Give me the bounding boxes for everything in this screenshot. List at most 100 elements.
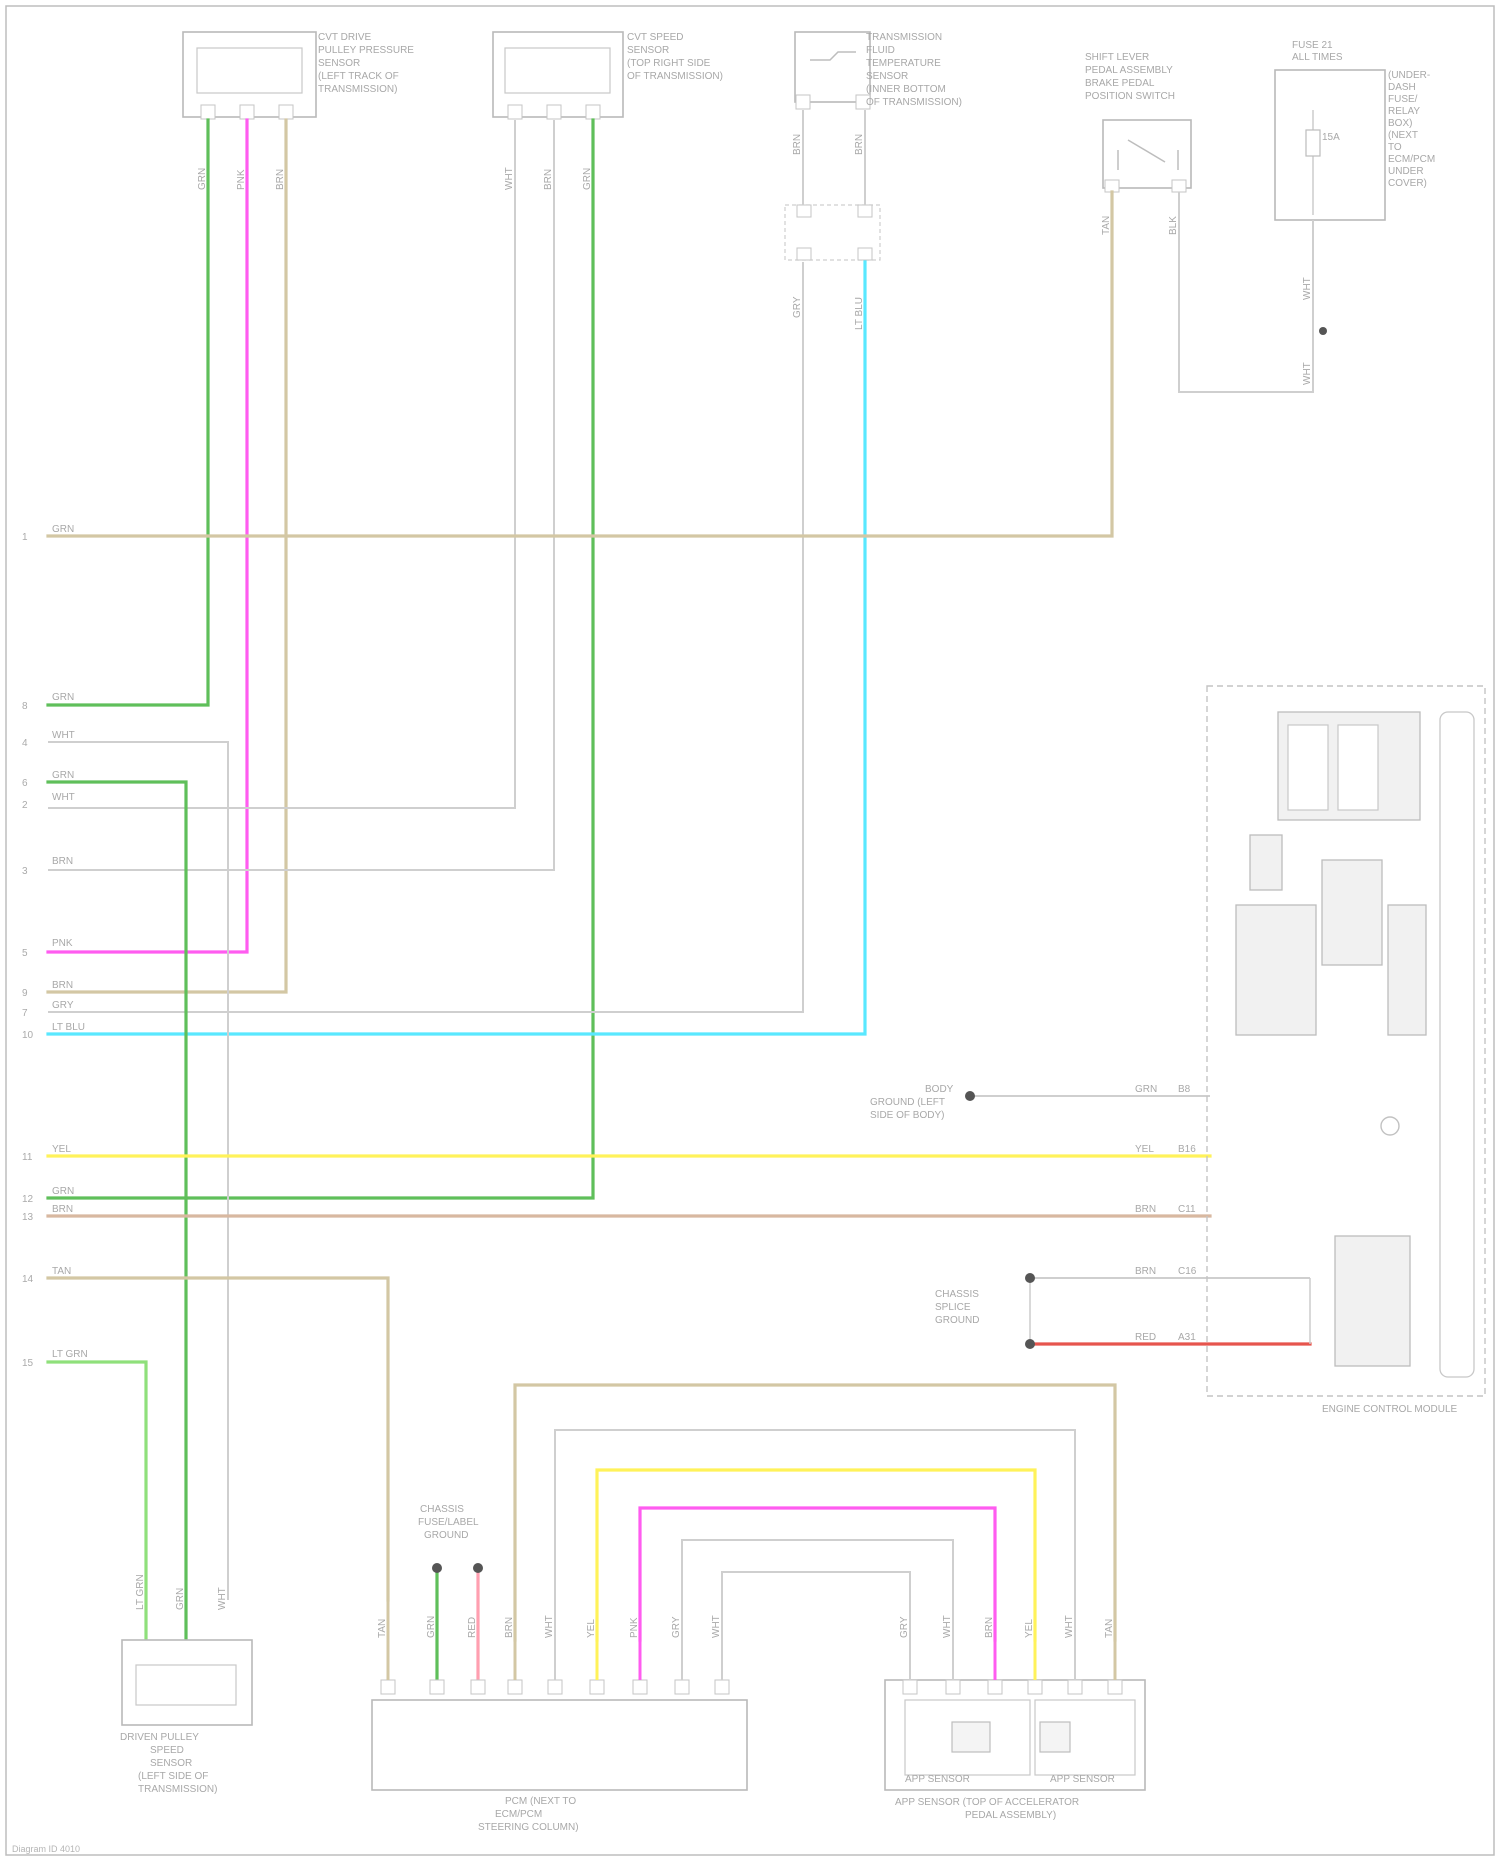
ground-right-2-label: CHASSIS [935,1289,979,1300]
bottom-sensor-left-label: TRANSMISSION) [138,1784,217,1795]
footer-id: Diagram ID 4010 [12,1844,80,1854]
left-pin-wire: TAN [52,1266,71,1277]
left-pin-wire: WHT [52,730,75,741]
vlabel-s2-0: WHT [504,167,515,190]
left-pin-wire: GRN [52,770,74,781]
top-fuse-label-1: ALL TIMES [1292,52,1343,63]
top-fuse-side-1: DASH [1388,82,1416,93]
vlabel-bl-0: LT GRN [135,1574,146,1610]
right-label-wire: GRN [1135,1084,1157,1095]
ground-right-2-label: GROUND [935,1315,979,1326]
vlabel-bm-3: BRN [504,1617,515,1638]
top-sensor-3-label-2: TEMPERATURE [866,58,941,69]
bottom-switch-right-sub: APP SENSOR [1050,1774,1115,1785]
top-sensor-4-label-0: SHIFT LEVER [1085,52,1149,63]
right-label-wire: BRN [1135,1204,1156,1215]
top-sensor-3-label-1: FLUID [866,45,895,56]
left-pin-no: 8 [22,701,28,712]
vlabel-fuse-0: WHT [1302,277,1313,300]
bottom-switch-right-label: PEDAL ASSEMBLY) [965,1810,1056,1821]
left-pin-no: 15 [22,1358,34,1369]
right-label-wire: YEL [1135,1144,1154,1155]
vlabel-s3-0: BRN [792,134,803,155]
bottom-connector-middle-label: ECM/PCM [495,1809,542,1820]
vlabel-br-5: TAN [1104,1619,1115,1638]
top-sensor-1-label-1: PULLEY PRESSURE [318,45,414,56]
top-fuse-side-7: ECM/PCM [1388,154,1435,165]
top-sensor-2: CVT SPEED SENSOR (TOP RIGHT SIDE OF TRAN… [493,32,723,119]
left-pin-no: 7 [22,1008,28,1019]
left-pin-wire: LT GRN [52,1349,88,1360]
right-label-pin: C16 [1178,1266,1197,1277]
top-sensor-3-label-5: OF TRANSMISSION) [866,97,962,108]
left-pin-no: 10 [22,1030,34,1041]
vlabel-br-0: GRY [899,1616,910,1638]
top-sensor-4-label-1: PEDAL ASSEMBLY [1085,65,1173,76]
vlabel-s1-0: GRN [197,168,208,190]
vertical-labels: GRN PNK BRN WHT BRN GRN BRN BRN GRY LT B… [135,134,1313,1638]
left-pin-no: 4 [22,738,28,749]
left-pin-labels: 1 GRN 8 GRN 4 WHT 6 GRN 2 WHT 3 BRN 5 PN… [22,524,88,1369]
top-sensor-3-label-0: TRANSMISSION [866,32,942,43]
top-fuse-side-6: TO [1388,142,1402,153]
left-pin-wire: LT BLU [52,1022,85,1033]
vlabel-bl-1: GRN [175,1588,186,1610]
top-fuse: FUSE 21 ALL TIMES 15A (UNDER- DASH FUSE/… [1275,40,1435,335]
right-labels: GRN B8 YEL B16 BRN C11 BRN C16 RED A31 [1135,1084,1197,1343]
ground-middle-label: FUSE/LABEL [418,1517,479,1528]
vlabel-s3b-1: LT BLU [854,297,865,330]
top-sensor-1: CVT DRIVE PULLEY PRESSURE SENSOR (LEFT T… [183,32,414,119]
bottom-switch-right-sub: APP SENSOR [905,1774,970,1785]
vlabel-bm-0: TAN [377,1619,388,1638]
left-pin-wire: YEL [52,1144,71,1155]
left-pin-no: 14 [22,1274,34,1285]
top-sensor-3-label-4: (INNER BOTTOM [866,84,946,95]
top-fuse-side-3: RELAY [1388,106,1420,117]
top-sensor-2-label-0: CVT SPEED [627,32,684,43]
vlabel-bl-2: WHT [217,1587,228,1610]
ground-right-1-label: BODY [925,1084,954,1095]
left-pin-wire: GRN [52,692,74,703]
vlabel-bm-6: PNK [629,1617,640,1638]
left-pin-wire: GRN [52,1186,74,1197]
top-sensor-1-label-4: TRANSMISSION) [318,84,397,95]
top-sensor-3-label-3: SENSOR [866,71,908,82]
vlabel-bm-1: GRN [426,1616,437,1638]
left-pin-wire: WHT [52,792,75,803]
top-sensor-2-label-1: SENSOR [627,45,669,56]
left-pin-no: 13 [22,1212,34,1223]
top-fuse-label-0: FUSE 21 [1292,40,1333,51]
ground-middle: CHASSIS FUSE/LABEL GROUND [418,1504,483,1573]
vlabel-bm-8: WHT [711,1615,722,1638]
vlabel-s3-1: BRN [854,134,865,155]
bottom-sensor-left-label: DRIVEN PULLEY [120,1732,199,1743]
vlabel-br-2: BRN [984,1617,995,1638]
top-sensor-4: SHIFT LEVER PEDAL ASSEMBLY BRAKE PEDAL P… [1085,52,1191,192]
top-fuse-side-8: UNDER [1388,166,1424,177]
bottom-sensor-left-label: SENSOR [150,1758,192,1769]
vlabel-br-1: WHT [942,1615,953,1638]
vlabel-s4-1: BLK [1168,216,1179,235]
top-sensor-4-label-2: BRAKE PEDAL [1085,78,1155,89]
ecm-module: ENGINE CONTROL MODULE [1207,686,1485,1415]
vlabel-bm-7: GRY [671,1616,682,1638]
left-pin-no: 5 [22,948,28,959]
ground-right-1-label: GROUND (LEFT [870,1097,945,1108]
bottom-sensor-left: DRIVEN PULLEY SPEED SENSOR (LEFT SIDE OF… [120,1640,252,1795]
ground-middle-label: CHASSIS [420,1504,464,1515]
left-pin-wire: BRN [52,1204,73,1215]
bottom-connector-middle-label: PCM (NEXT TO [505,1796,576,1807]
top-sensor-1-label-2: SENSOR [318,58,360,69]
svg-text:15A: 15A [1322,132,1340,143]
left-pin-no: 9 [22,988,28,999]
left-pin-no: 3 [22,866,28,877]
ecm-module-label: ENGINE CONTROL MODULE [1322,1404,1458,1415]
ground-right-1-label: SIDE OF BODY) [870,1110,944,1121]
vlabel-bm-4: WHT [544,1615,555,1638]
top-sensor-2-label-2: (TOP RIGHT SIDE [627,58,711,69]
vlabel-bm-2: RED [467,1617,478,1638]
vlabel-s1-2: BRN [275,169,286,190]
top-sensor-1-label-0: CVT DRIVE [318,32,371,43]
right-label-pin: B16 [1178,1144,1196,1155]
left-pin-wire: GRY [52,1000,74,1011]
